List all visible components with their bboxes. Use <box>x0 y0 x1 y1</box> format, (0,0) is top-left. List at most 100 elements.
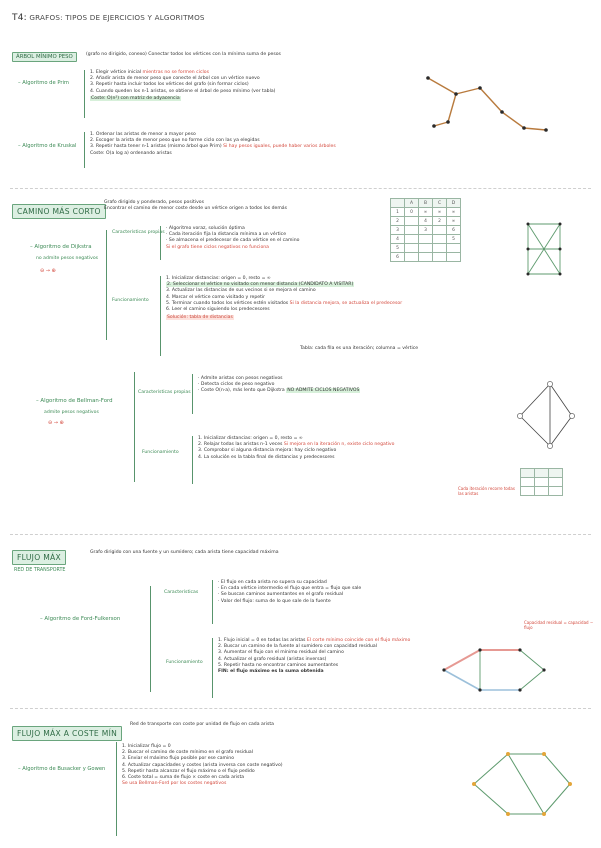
dijkstra-car-label: Características propias <box>112 230 165 235</box>
tree-graph-figure <box>426 76 548 132</box>
dijkstra-car-line-3: · Se almacena el predecesor de cada vért… <box>166 238 300 244</box>
bellman-bracket <box>134 372 135 482</box>
bellman-fun-lines: 1. Inicializar distancias: origen = 0, r… <box>198 436 394 461</box>
bellman-fun-label: Funcionamiento <box>142 450 179 455</box>
ff-car-line-3: · Se buscan caminos aumentantes en el gr… <box>218 592 344 598</box>
bellman-fun-line-4: 4. La solución es la tabla final de dist… <box>198 454 335 460</box>
dijkstra-fun-lines: 1. Inicializar distancias: origen = 0, r… <box>166 276 402 321</box>
dijkstra-car-bracket <box>160 226 161 260</box>
bg-network-figure <box>472 752 572 816</box>
ff-fun-line-2: 2. Buscar un camino de la fuente al sumi… <box>218 644 377 650</box>
bellman-car-line-3: · Coste O(n·a), más lento que Dijkstra N… <box>198 388 361 394</box>
bellman-car-green: NO ADMITE CICLOS NEGATIVOS <box>286 388 361 394</box>
bellman-fun-red: Si mejora en la iteración n, existe cicl… <box>283 442 395 448</box>
title-number: T4: <box>12 13 27 23</box>
table-cell: 4 <box>390 234 405 244</box>
table-cell: ∞ <box>446 207 461 217</box>
bellman-circle-note: ⊖ → ⊕ <box>48 420 64 426</box>
dijkstra-sub: no admite pesos negativos <box>36 256 99 261</box>
ff-fun-lines: 1. Flujo inicial = 0 en todas las arista… <box>218 638 410 675</box>
bg-line-5: 5. Repetir hasta alcanzar el flujo máxim… <box>122 768 255 774</box>
table-cell: D <box>446 198 461 208</box>
ff-car-line-1: · El flujo en cada arista no supera su c… <box>218 580 327 585</box>
table-cell: ∞ <box>432 207 447 217</box>
dijkstra-fun-line-4: 4. Marcar el vértice como visitado y rep… <box>166 294 266 300</box>
prim-footer: Coste: O(n²) con matriz de adyacencia <box>90 95 181 101</box>
section1-intro: (grafo no dirigido, conexo) Conectar tod… <box>86 52 281 57</box>
section3-sub: RED DE TRANSPORTE <box>14 568 66 573</box>
kruskal-bracket <box>84 132 85 168</box>
bg-line-1: 1. Inicializar flujo = 0 <box>122 744 171 749</box>
bellman-car-lines: · Admite aristas con pesos negativos · D… <box>198 376 361 395</box>
bellman-label: – Algoritmo de Bellman-Ford <box>36 398 113 404</box>
table-cell: 6 <box>446 225 461 235</box>
page-title: T4: GRAFOS: TIPOS DE EJERCICIOS Y ALGORI… <box>12 12 205 24</box>
bellman-fun-line-2: 2. Relajar todas las aristas n-1 veces S… <box>198 442 395 448</box>
bellman-table <box>520 468 563 496</box>
ff-fun-line-6: FIN: el flujo máximo es la suma obtenida <box>218 668 324 674</box>
dijkstra-fun-bracket <box>160 276 161 356</box>
table-cell: 0 <box>404 207 419 217</box>
ff-car-lines: · El flujo en cada arista no supera su c… <box>218 580 361 605</box>
bellman-car-bracket <box>192 374 193 414</box>
section-box-flujo: FLUJO MÁX <box>12 550 67 565</box>
dijkstra-bracket <box>106 230 107 340</box>
section-box-camino: CAMINO MÁS CORTO <box>12 204 106 219</box>
section3-intro: Grafo dirigido con una fuente y un sumid… <box>90 550 279 555</box>
table-cell: ∞ <box>446 216 461 226</box>
dijkstra-fun-red: Si la distancia mejora, se actualiza el … <box>289 300 403 306</box>
section2-intro: Grafo dirigido y ponderado, pesos positi… <box>104 200 287 212</box>
dijkstra-fun-line-1: 1. Inicializar distancias: origen = 0, r… <box>166 276 271 281</box>
dijkstra-fun-line-6: 6. Leer el camino siguiendo los predeces… <box>166 306 270 312</box>
prim-line-4: 4. Cuando queden los n-1 aristas, se obt… <box>90 88 276 94</box>
ff-fun-bracket <box>212 638 213 698</box>
dijkstra-circle-note: ⊖ → ⊕ <box>40 268 56 274</box>
bg-label: – Algoritmo de Busacker y Gowen <box>18 766 106 772</box>
ff-fun-line-4: 4. Actualizar el grafo residual (aristas… <box>218 656 327 662</box>
table-cell <box>418 234 433 244</box>
bellman-car-line-2: · Detecta ciclos de peso negativo <box>198 382 275 388</box>
ff-car-line-4: · Valor del flujo: suma de lo que sale d… <box>218 598 331 604</box>
bellman-car-line-1: · Admite aristas con pesos negativos <box>198 376 283 381</box>
bellman-fun-line-3: 3. Comprobar si alguna distancia mejora:… <box>198 448 337 454</box>
ff-fun-label: Funcionamiento <box>166 660 203 665</box>
table-cell: ∞ <box>418 207 433 217</box>
dijkstra-car-line-1: · Algoritmo voraz, solución óptima <box>166 226 245 231</box>
dijkstra-solution-box: Solución: tabla de distancias <box>166 315 234 321</box>
bellman-sub: admite pesos negativos <box>44 410 99 415</box>
dijkstra-fun-line-3: 3. Actualizar las distancias de sus veci… <box>166 288 316 294</box>
table-cell <box>404 234 419 244</box>
table-cell <box>432 243 447 253</box>
bellman-fun-bracket <box>192 436 193 484</box>
ff-note-red: Capacidad residual = capacidad − flujo <box>524 620 594 631</box>
table-cell <box>432 234 447 244</box>
dijkstra-car-line-2: · Cada iteración fija la distancia mínim… <box>166 232 287 238</box>
divider-2 <box>10 534 591 535</box>
ff-car-label: Características <box>164 590 199 595</box>
ff-car-line-2: · En cada vértice intermedio el flujo qu… <box>218 586 362 592</box>
kruskal-note-red: Si hay pesos iguales, puede haber varios… <box>223 144 336 150</box>
ff-car-bracket <box>212 580 213 624</box>
table-cell <box>404 243 419 253</box>
bellman-note-red: Cada iteración recorre todas las aristas <box>458 486 515 497</box>
section4-intro: Red de transporte con coste por unidad d… <box>130 722 274 727</box>
table-cell <box>446 243 461 253</box>
bg-line-6: 6. Coste total = suma de flujo × coste e… <box>122 774 245 780</box>
table-cell: 6 <box>390 252 405 262</box>
table-cell <box>432 225 447 235</box>
table-cell <box>404 216 419 226</box>
bg-line-4: 4. Actualizar capacidades y costes (aris… <box>122 762 283 768</box>
table-cell <box>404 252 419 262</box>
prim-line-1: 1. Elegir vértice inicial mientras no se… <box>90 70 209 75</box>
table-cell: 3 <box>390 225 405 235</box>
table-cell: A <box>404 198 419 208</box>
ff-fun-line-5: 5. Repetir hasta no encontrar caminos au… <box>218 662 339 668</box>
table-cell: 2 <box>390 216 405 226</box>
dijkstra-fun-label: Funcionamiento <box>112 298 149 303</box>
section2-intro-line-2: Encontrar el camino de menor coste desde… <box>104 206 288 212</box>
section2-intro-line-1: Grafo dirigido y ponderado, pesos positi… <box>104 200 204 205</box>
